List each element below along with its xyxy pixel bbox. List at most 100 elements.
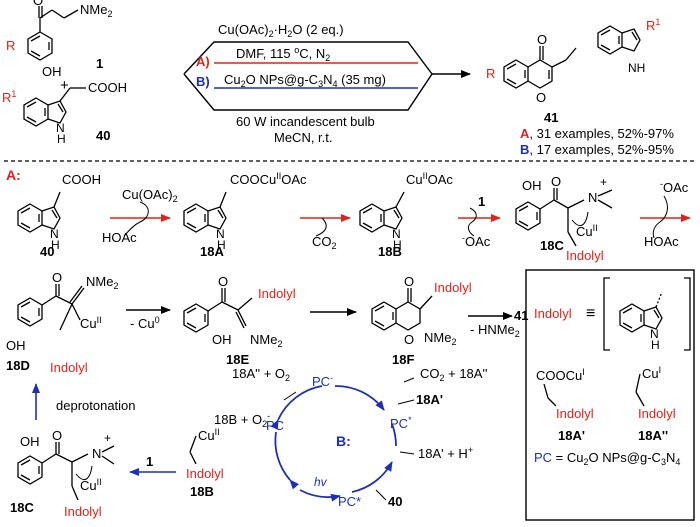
m18d-nme2: NMe2 [86, 274, 118, 291]
cycle-out-co2: CO2 + 18A'' [420, 366, 487, 383]
legend-nh: N [650, 327, 659, 341]
legend-pc-definition: PC = Cu2O NPs@g-C3N4 [534, 450, 680, 467]
m18d-o: O [52, 270, 62, 285]
dimethylamino: NMe2 [80, 2, 112, 19]
m18c-cu: CuII [576, 223, 598, 239]
bl-18c-cu: CuII [80, 477, 102, 493]
substrate-1: O R NMe2 OH 1 + [6, 0, 112, 94]
route-b-solvent: MeCN, r.t. [274, 130, 333, 145]
product-ring-o: O [536, 90, 546, 105]
legend-18a-dprime-label: 18A'' [638, 428, 668, 443]
m18a-nh: N [216, 227, 225, 241]
mechanism-a-row: A: COOH N H 40 Cu(OAc)2 HOAc COOCuIIOAc … [6, 167, 691, 263]
m18f-o2: O [404, 332, 414, 347]
m18e-o: O [218, 274, 228, 289]
m18e-nme2: NMe2 [250, 332, 282, 349]
m40-cooh: COOH [62, 172, 101, 187]
light-hv: hv [314, 475, 328, 489]
step-a4-byproduct: HOAc [644, 234, 679, 249]
m18a-group: COOCuIIOAc [230, 171, 307, 187]
mechanism-a-tag: A: [6, 167, 21, 183]
m18a-h: H [217, 238, 226, 252]
legend-h: H [651, 338, 660, 352]
product-41-label: 41 [544, 110, 558, 125]
legend-equiv: ≡ [586, 305, 595, 322]
m18b-label: 18B [378, 244, 402, 259]
route-a-result: A, 31 examples, 52%-97% [520, 126, 674, 141]
photocatalytic-cycle: PC- PC* PC PC* hv B: 18A'' + O2 18B + O2… [214, 366, 487, 509]
substituent-r1: R1 [2, 89, 16, 105]
m18f-label: 18F [392, 352, 414, 367]
route-a-conditions: DMF, 115 oC, N2 [236, 45, 330, 63]
step-a2-byproduct: CO2 [312, 234, 337, 251]
product-r: R [486, 66, 495, 81]
product-r1: R1 [646, 17, 660, 33]
deprotonation-label: deprotonation [56, 398, 136, 413]
step-a4-reagent: -OAc [660, 179, 689, 195]
step-cu0-label: - Cu0 [130, 315, 160, 331]
m18d-indolyl: Indolyl [50, 360, 88, 375]
bl-18b-label: 18B [190, 484, 214, 499]
plus-sign: + [60, 77, 69, 94]
m18f-indolyl: Indolyl [434, 280, 472, 295]
m18c-indolyl: Indolyl [566, 248, 604, 263]
bl-18c-oh: OH [20, 434, 40, 449]
m40-nh: N [50, 227, 59, 241]
step-a1-reagent: Cu(OAc)2 [122, 187, 178, 204]
m18c-n: N [588, 190, 597, 205]
legend-18a-dprime-indolyl: Indolyl [638, 406, 676, 421]
cycle-out-18a-prime: 18A' + H+ [418, 445, 473, 461]
step-a3-byproduct: -OAc [462, 233, 491, 249]
cycle-out-superoxide: 18B + O2- [214, 411, 270, 429]
route-b-result: B, 17 examples, 52%-95% [520, 142, 674, 157]
m18d-label: 18D [6, 358, 30, 373]
carboxylic-acid: COOH [88, 80, 127, 95]
route-b-label: B) [196, 74, 210, 89]
pc-radical: PC* [390, 415, 412, 431]
conditions-hexagon: Cu(OAc)2·H2O (2 eq.) DMF, 115 oC, N2 A) … [183, 22, 471, 145]
m18c-oh: OH [522, 178, 542, 193]
m18c-o: O [551, 174, 561, 189]
m18b-group: CuIIOAc [406, 171, 453, 187]
pc-radical-anion: PC- [312, 373, 333, 389]
hydroxyl: OH [42, 64, 62, 79]
bl-18c-n: N [92, 446, 101, 461]
route-a-reagent: Cu(OAc)2·H2O (2 eq.) [218, 22, 344, 39]
m18d-cu: CuII [80, 315, 102, 331]
bottom-left-pathway: deprotonation OH O + N CuII Indolyl 18C … [10, 383, 224, 519]
pc-ground: PC [266, 418, 284, 433]
compound-40-label: 40 [96, 128, 110, 143]
cycle-in-40: 40 [388, 494, 402, 509]
carbonyl-o: O [33, 0, 43, 8]
bl-18b-cu: CuII [198, 427, 220, 443]
route-b-catalyst: Cu2O NPs@g-C3N4 (35 mg) [224, 72, 386, 89]
m18f-nme2: NMe2 [424, 330, 456, 347]
mechanism-row-2: O NMe2 OH CuII 18D Indolyl - Cu0 O Indol… [6, 270, 528, 375]
m18d-oh: OH [6, 338, 26, 353]
legend-box: Indolyl ≡ N H COOCuI Indolyl 18A' CuI In… [525, 269, 695, 521]
legend-18a-dprime-group: CuI [642, 365, 661, 381]
step-elim-product: 41 [514, 308, 528, 323]
bl-18c-indolyl: Indolyl [64, 504, 102, 519]
bl-18c-o: O [52, 428, 62, 443]
step-a1-byproduct: HOAc [102, 230, 137, 245]
cycle-in-o2: 18A'' + O2 [232, 366, 290, 383]
m18f-o: O [404, 274, 414, 289]
product-carbonyl-o: O [537, 32, 547, 47]
coupling-arrow-label: 1 [146, 454, 153, 469]
m18a-label: 18A [200, 244, 224, 259]
substrate-40: COOH R1 N H 40 [2, 80, 127, 146]
m18e-label: 18E [226, 352, 249, 367]
cycle-in-18a-prime: 18A' [416, 392, 443, 407]
m18b-nh: N [392, 227, 401, 241]
m18c-label: 18C [540, 238, 564, 253]
route-a-label: A) [196, 54, 210, 69]
m40-label: 40 [40, 244, 54, 259]
step-a3-reagent: 1 [478, 194, 485, 209]
route-b-light: 60 W incandescent bulb [236, 114, 375, 129]
pc-excited: PC* [338, 494, 361, 509]
legend-indolyl: Indolyl [534, 306, 572, 321]
m40-h: H [51, 238, 60, 252]
bl-18c-label: 18C [10, 500, 34, 515]
